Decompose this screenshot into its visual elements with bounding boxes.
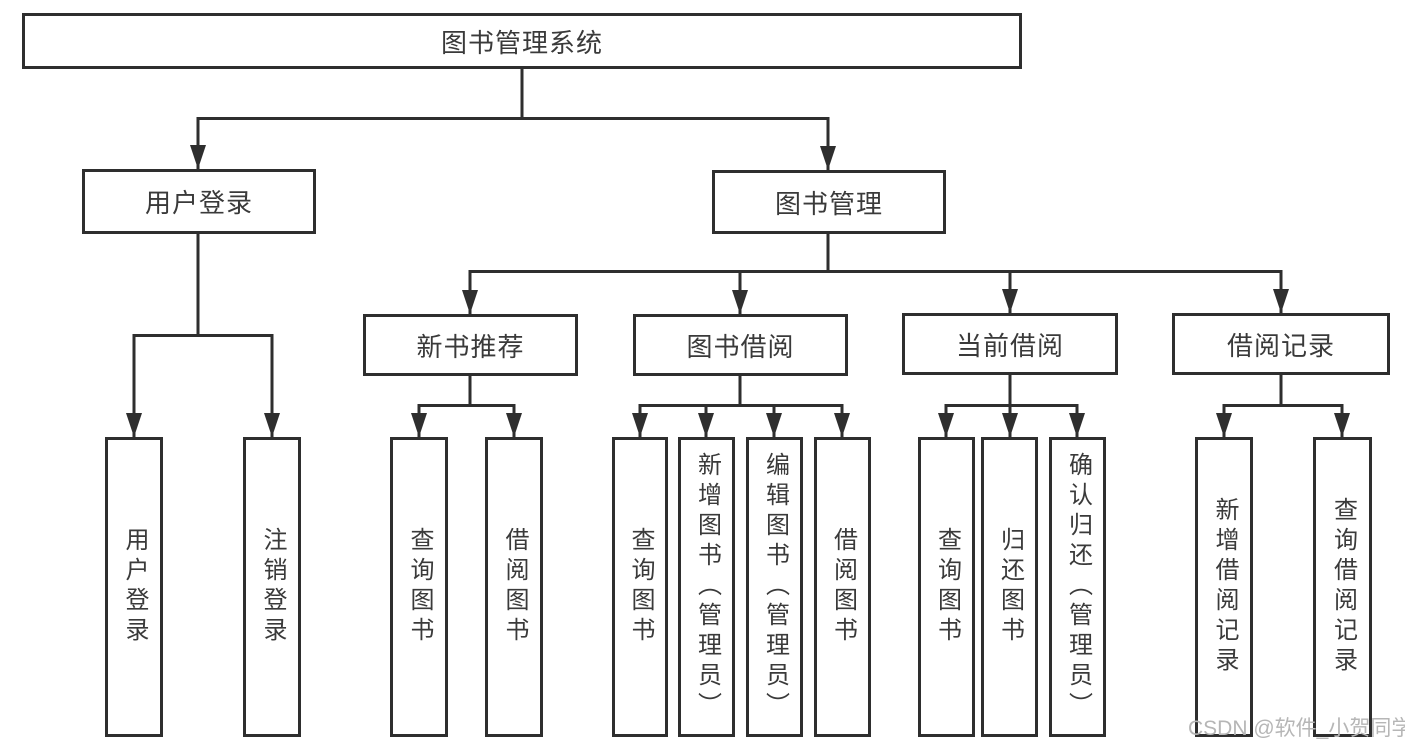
leaf-br-add-record-label: 新增借阅记录 bbox=[1211, 497, 1238, 677]
connector-arrows bbox=[126, 118, 1350, 437]
node-user-login: 用户登录 bbox=[82, 169, 316, 234]
leaf-bb-query-books-label: 查询图书 bbox=[627, 527, 654, 647]
leaf-nb-query-books-label: 查询图书 bbox=[406, 527, 433, 647]
leaf-nb-borrow-books: 借阅图书 bbox=[485, 437, 543, 737]
node-book-management-label: 图书管理 bbox=[774, 188, 883, 219]
leaf-cb-return-books-label: 归还图书 bbox=[996, 527, 1024, 647]
leaf-bb-edit-books-admin-label: 编辑图书（管理员） bbox=[761, 452, 789, 722]
node-user-login-label: 用户登录 bbox=[144, 188, 253, 218]
node-book-borrowing-label: 图书借阅 bbox=[686, 331, 795, 362]
watermark: CSDN @软件_小贺同学 bbox=[1188, 717, 1405, 740]
leaf-logout: 注销登录 bbox=[243, 437, 301, 737]
leaf-bb-add-books-admin: 新增图书（管理员） bbox=[678, 437, 735, 737]
node-new-book-recommend-label: 新书推荐 bbox=[416, 331, 525, 362]
node-borrow-records-label: 借阅记录 bbox=[1226, 330, 1335, 361]
leaf-cb-return-books: 归还图书 bbox=[981, 437, 1038, 737]
leaf-cb-confirm-return-admin: 确认归还（管理员） bbox=[1049, 437, 1106, 737]
leaf-br-query-record-label: 查询借阅记录 bbox=[1329, 497, 1357, 677]
node-current-borrowing: 当前借阅 bbox=[902, 313, 1118, 375]
leaf-user-login: 用户登录 bbox=[105, 437, 163, 737]
leaf-br-query-record: 查询借阅记录 bbox=[1313, 437, 1372, 737]
node-borrow-records: 借阅记录 bbox=[1172, 313, 1390, 375]
leaf-cb-confirm-return-admin-label: 确认归还（管理员） bbox=[1064, 452, 1092, 722]
leaf-user-login-label: 用户登录 bbox=[121, 527, 148, 647]
leaf-cb-query-books: 查询图书 bbox=[918, 437, 975, 737]
node-book-borrowing: 图书借阅 bbox=[633, 314, 848, 376]
node-root: 图书管理系统 bbox=[22, 13, 1022, 69]
leaf-cb-query-books-label: 查询图书 bbox=[933, 527, 961, 647]
leaf-bb-edit-books-admin: 编辑图书（管理员） bbox=[746, 437, 803, 737]
node-book-management: 图书管理 bbox=[712, 170, 946, 234]
leaf-bb-query-books: 查询图书 bbox=[612, 437, 668, 737]
leaf-bb-borrow-books-label: 借阅图书 bbox=[829, 527, 857, 647]
node-current-borrowing-label: 当前借阅 bbox=[955, 330, 1064, 361]
leaf-br-add-record: 新增借阅记录 bbox=[1195, 437, 1253, 737]
node-root-label: 图书管理系统 bbox=[440, 27, 603, 58]
connector-trunks bbox=[196, 68, 1283, 407]
leaf-nb-query-books: 查询图书 bbox=[390, 437, 448, 737]
node-new-book-recommend: 新书推荐 bbox=[363, 314, 578, 376]
leaf-logout-label: 注销登录 bbox=[259, 527, 286, 647]
leaf-bb-add-books-admin-label: 新增图书（管理员） bbox=[693, 452, 721, 722]
leaf-nb-borrow-books-label: 借阅图书 bbox=[501, 527, 528, 647]
leaf-bb-borrow-books: 借阅图书 bbox=[814, 437, 871, 737]
